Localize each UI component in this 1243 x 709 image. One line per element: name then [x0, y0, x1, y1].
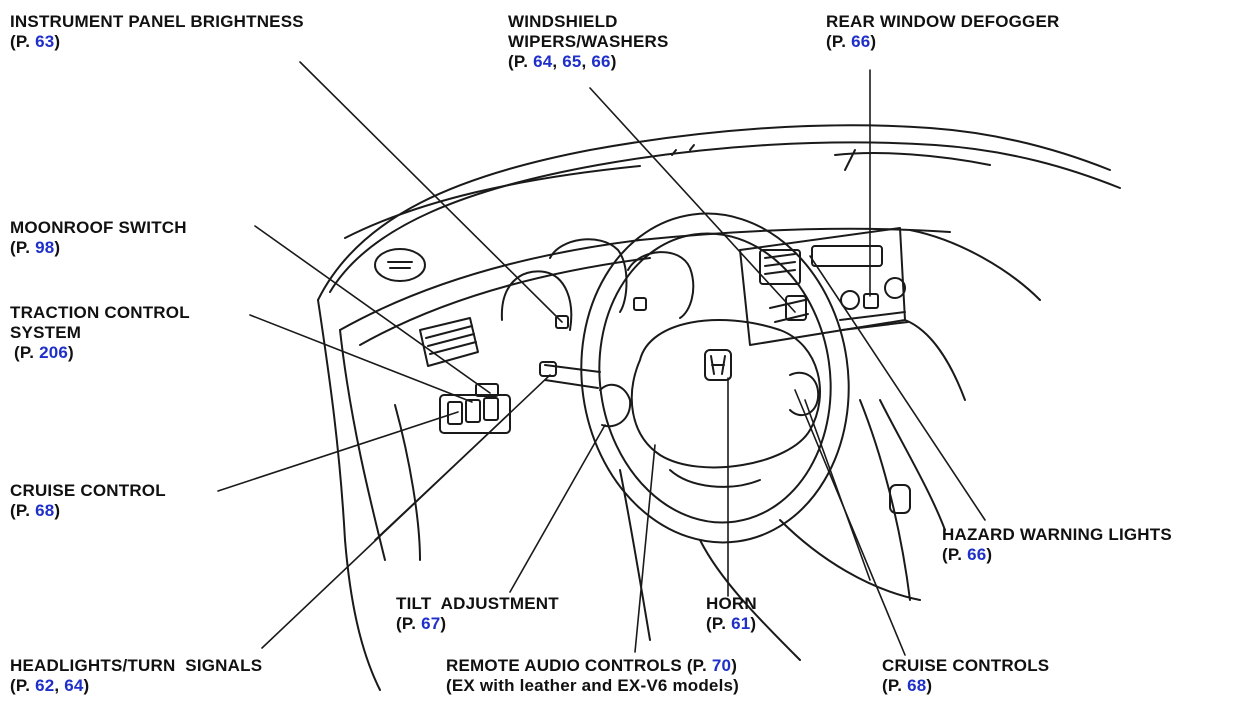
leader-instrument-panel-brightness — [299, 61, 563, 323]
callout-horn: HORN (P. 61) — [706, 594, 757, 633]
callout-tilt-adjustment: TILT ADJUSTMENT (P. 67) — [396, 594, 559, 633]
callout-headlights-turn-signals: HEADLIGHTS/TURN SIGNALS (P. 62, 64) — [10, 656, 263, 695]
callout-windshield-wipers-washers: WINDSHIELD WIPERS/WASHERS (P. 64, 65, 66… — [508, 12, 669, 71]
page-link[interactable]: 61 — [731, 614, 751, 633]
callout-moonroof-switch: MOONROOF SWITCH (P. 98) — [10, 218, 187, 257]
callout-instrument-panel-brightness: INSTRUMENT PANEL BRIGHTNESS (P. 63) — [10, 12, 304, 51]
callout-title: HEADLIGHTS/TURN SIGNALS — [10, 656, 263, 675]
callout-rear-window-defogger: REAR WINDOW DEFOGGER (P. 66) — [826, 12, 1060, 51]
page-link[interactable]: 68 — [35, 501, 55, 520]
callout-title: MOONROOF SWITCH — [10, 218, 187, 237]
callout-title: REAR WINDOW DEFOGGER — [826, 12, 1060, 31]
gauge-right — [627, 251, 695, 319]
callout-cruise-controls: CRUISE CONTROLS (P. 68) — [882, 656, 1050, 695]
leader-windshield-wipers — [589, 87, 796, 313]
callout-title: INSTRUMENT PANEL BRIGHTNESS — [10, 12, 304, 31]
callout-subtitle: (EX with leather and EX-V6 models) — [446, 676, 740, 695]
leader-headlights-b — [374, 412, 511, 541]
page-link[interactable]: 66 — [967, 545, 987, 564]
gauge-left — [500, 270, 573, 331]
callout-title: CRUISE CONTROL — [10, 481, 166, 500]
page-link[interactable]: 206 — [39, 343, 69, 362]
page-link[interactable]: 65 — [562, 52, 582, 71]
page-link[interactable]: 67 — [421, 614, 441, 633]
callout-title: TILT ADJUSTMENT — [396, 594, 559, 613]
callout-title: REMOTE AUDIO CONTROLS (P. — [446, 656, 712, 675]
leader-cruise-control — [217, 411, 459, 492]
steering-hub — [630, 319, 821, 469]
page-link[interactable]: 62 — [35, 676, 55, 695]
dash-top-outline — [317, 124, 1111, 301]
callout-title: SYSTEM — [10, 323, 82, 342]
leader-cruise-controls-b — [804, 399, 871, 581]
callout-title: HAZARD WARNING LIGHTS — [942, 525, 1172, 544]
page-link[interactable]: 63 — [35, 32, 55, 51]
left-vent — [419, 317, 479, 367]
callout-remote-audio-controls: REMOTE AUDIO CONTROLS (P. 70) (EX with l… — [446, 656, 740, 695]
callout-title: HORN — [706, 594, 757, 613]
page-link[interactable]: 64 — [64, 676, 84, 695]
callout-title: TRACTION CONTROL — [10, 303, 190, 322]
callout-traction-control-system: TRACTION CONTROL SYSTEM (P. 206) — [10, 303, 190, 362]
page-link[interactable]: 70 — [711, 656, 732, 675]
leader-hazard — [809, 255, 986, 521]
page-link[interactable]: 98 — [35, 238, 55, 257]
page-link[interactable]: 64 — [533, 52, 553, 71]
steering-wheel — [580, 212, 850, 544]
page-link[interactable]: 66 — [851, 32, 871, 51]
callout-title: WINDSHIELD — [508, 12, 618, 31]
callout-cruise-control: CRUISE CONTROL (P. 68) — [10, 481, 166, 520]
leader-moonroof-switch — [254, 225, 491, 394]
defogger-button — [863, 293, 879, 309]
callout-title: CRUISE CONTROLS — [882, 656, 1050, 675]
gauge-center — [549, 238, 628, 313]
leader-remote-audio — [634, 444, 656, 653]
leader-traction-control — [249, 314, 473, 403]
leader-tilt — [509, 424, 606, 593]
callout-hazard-warning-lights: HAZARD WARNING LIGHTS (P. 66) — [942, 525, 1172, 564]
callout-title: WIPERS/WASHERS — [508, 32, 669, 51]
page-link[interactable]: 66 — [591, 52, 611, 71]
page-link[interactable]: 68 — [907, 676, 927, 695]
